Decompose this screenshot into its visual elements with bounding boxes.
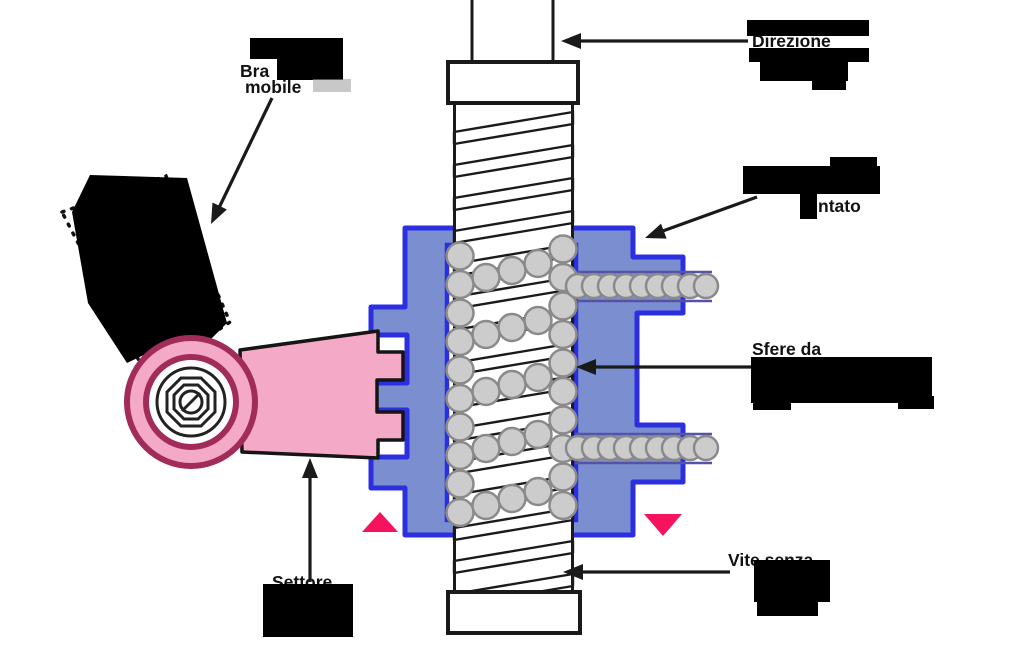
ball [445, 355, 475, 385]
redaction-box [757, 600, 818, 616]
label-sfere: Sfere da [576, 339, 934, 410]
bolt-octagon-inner [172, 383, 210, 421]
bottom-collar [446, 590, 582, 635]
ball [548, 490, 578, 521]
rotation-triangle-up-icon [362, 512, 398, 532]
ball [445, 497, 475, 528]
ball [471, 376, 501, 407]
arrowhead-vite-icon [563, 564, 583, 580]
ball [548, 405, 578, 435]
label-braccio-mobile: Bra mobile [211, 38, 351, 224]
ball [548, 319, 578, 350]
ball [445, 412, 475, 442]
redaction-box [751, 357, 932, 403]
ball [692, 272, 720, 300]
ball [445, 469, 475, 499]
arrowhead-montato-icon [645, 223, 667, 239]
leader-line-montato [659, 195, 758, 234]
ball [548, 376, 578, 407]
ball [548, 348, 578, 378]
redaction-smudge [313, 79, 351, 92]
ball [692, 434, 720, 462]
screw-shaft [452, 95, 575, 608]
redaction-box [277, 52, 343, 80]
ball [445, 241, 475, 271]
bolt-slot-circle [178, 389, 204, 415]
ball [523, 362, 553, 393]
label-vite: Vite senza [563, 550, 830, 616]
top-shaft [470, 0, 555, 64]
arrowhead-direzione-icon [561, 33, 581, 49]
sector-arm [124, 329, 405, 469]
redaction-box [747, 20, 869, 36]
arrowhead-settore-icon [302, 458, 318, 478]
ball [523, 419, 553, 450]
redaction-blob-arm [72, 175, 227, 363]
ball [548, 291, 578, 321]
ball [523, 248, 553, 279]
ball [445, 298, 475, 328]
ball [471, 433, 501, 464]
redaction-box [830, 157, 877, 171]
redaction-box [753, 401, 791, 410]
ball [548, 462, 578, 492]
leader-line-braccio [214, 97, 274, 215]
ball [497, 255, 527, 286]
bolt-ring [155, 366, 227, 438]
redaction-box [812, 80, 846, 90]
label-direzione: Direzione [561, 20, 869, 90]
ball [497, 426, 527, 457]
redaction-box [760, 61, 848, 81]
arrowhead-sfere-icon [576, 359, 596, 375]
ball [445, 269, 475, 300]
ball [548, 234, 578, 264]
label-settore: Settore [263, 458, 353, 637]
redaction-box [800, 192, 817, 219]
ball [497, 312, 527, 343]
label-braccio-line2: mobile [245, 77, 302, 97]
sector-arm-body [238, 329, 405, 460]
bolt-octagon-outer [165, 376, 217, 428]
hub-bolt [155, 366, 227, 438]
ball [523, 476, 553, 507]
ball [471, 319, 501, 350]
ball [523, 305, 553, 336]
rotation-triangle-down-icon [644, 514, 682, 536]
label-braccio-line1: Bra [240, 61, 269, 81]
bolt-slot-line [180, 391, 202, 413]
ball [445, 383, 475, 414]
ball-return-channels [575, 270, 712, 465]
redaction-box [754, 560, 830, 602]
redaction-box [749, 48, 869, 62]
recirculating-balls [445, 234, 720, 528]
redaction-box [263, 584, 353, 637]
ball [471, 490, 501, 521]
arrowhead-braccio-icon [211, 202, 227, 224]
label-sfere-text: Sfere da [752, 339, 821, 359]
ball [497, 483, 527, 514]
redaction-box [898, 396, 934, 409]
top-collar [446, 60, 580, 105]
label-montato-text: ntato [818, 196, 861, 216]
label-manicotto: ntato [645, 157, 880, 239]
ball [445, 440, 475, 471]
ball [445, 326, 475, 357]
ball [497, 369, 527, 400]
ball [471, 262, 501, 293]
